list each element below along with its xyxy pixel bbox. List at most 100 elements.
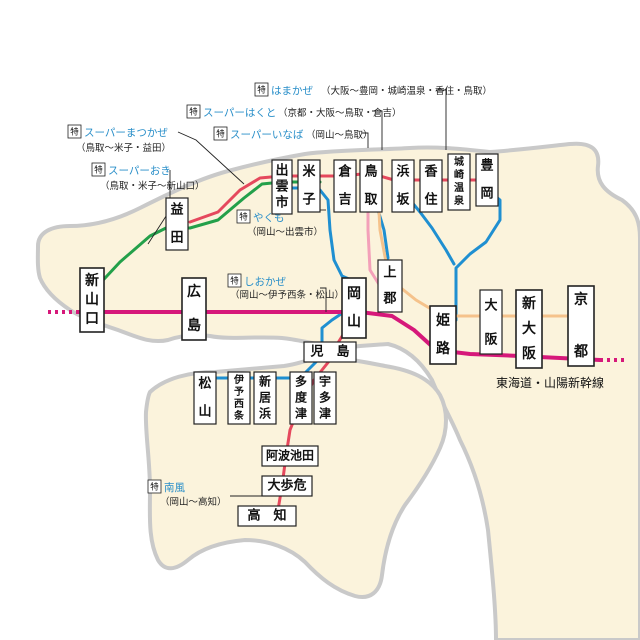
station-box (165, 197, 189, 251)
station-kinosakionsen-c2: 崎 (454, 168, 464, 181)
station-hiroshima[interactable]: 広 島 (181, 277, 207, 341)
station-box (253, 371, 277, 425)
station-iyosaijo[interactable]: 伊 予 西 条 (227, 371, 251, 425)
legend-hakuto-route: （京都・大阪～鳥取・倉吉） (278, 107, 402, 119)
station-okayama-c1: 岡 (347, 286, 361, 302)
station-shinyamaguchi-c1: 新 (85, 272, 99, 289)
station-tadotsu-c2: 度 (295, 390, 308, 405)
station-niihama-c2: 居 (259, 391, 271, 405)
station-kyoto[interactable]: 京 都 (567, 285, 595, 367)
station-shinyamaguchi[interactable]: 新 山 口 (79, 267, 105, 333)
station-shinyamaguchi-c3: 口 (85, 311, 99, 327)
legend-nanpu-route: （岡山～高知） (160, 496, 227, 508)
limited-express-badge (254, 82, 269, 97)
station-box (297, 159, 321, 213)
station-box (271, 159, 293, 215)
station-hamasaka[interactable]: 浜 坂 (391, 159, 415, 213)
station-utazu-c3: 津 (319, 406, 331, 421)
station-shinosaka-c1: 新 (522, 295, 536, 312)
station-matsuyama[interactable]: 松 山 (193, 371, 217, 425)
station-kurayoshi-c1: 倉 (337, 164, 352, 180)
legend-hakuto-name: スーパーはくと (203, 107, 276, 119)
station-tottori[interactable]: 鳥 取 (359, 159, 383, 213)
station-hiroshima-c2: 島 (187, 317, 201, 334)
station-awaikeda[interactable]: 阿波池田 (261, 445, 319, 467)
legend-yakumo-name: やくも (253, 212, 285, 224)
limited-express-badge (213, 126, 228, 141)
station-himeji[interactable]: 姫 路 (429, 305, 457, 365)
limited-express-badge (91, 162, 106, 177)
station-iyosaijo-c1: 伊 (233, 373, 244, 386)
station-box (227, 371, 251, 425)
station-kamigori-c1: 上 (383, 266, 396, 281)
station-niihama-c1: 新 (259, 374, 271, 389)
shinkansen-label: 東海道・山陽新幹線 (496, 375, 604, 390)
legend-inaba: 特 スーパーいなば （岡山～鳥取） (213, 126, 373, 141)
station-iyosaijo-c3: 西 (234, 398, 244, 410)
station-utazu-c1: 宇 (319, 374, 331, 389)
station-izumoshi[interactable]: 出 雲 市 (271, 159, 293, 215)
legend-hakuto: 特 スーパーはくと （京都・大阪～鳥取・倉吉） (186, 104, 402, 119)
station-toyooka[interactable]: 豊 岡 (475, 153, 499, 207)
station-tadotsu-c3: 津 (295, 406, 307, 421)
station-masuda[interactable]: 益 田 (165, 197, 189, 251)
leader-hamakaze (436, 89, 447, 150)
badge-text: 特 (189, 107, 198, 118)
station-osaka-c1: 大 (484, 298, 497, 314)
station-box (475, 153, 499, 207)
badge-text: 特 (94, 165, 103, 176)
legend-hamakaze-route: （大阪～豊岡・城崎温泉・香住・鳥取） (321, 85, 492, 97)
station-kasumi-c2: 住 (424, 192, 437, 208)
station-masuda-c2: 田 (170, 231, 183, 246)
station-osaka-c2: 阪 (484, 333, 498, 348)
station-tadotsu[interactable]: 多 度 津 (289, 371, 313, 425)
station-kamigori-c2: 郡 (382, 292, 396, 307)
station-box (447, 153, 471, 211)
station-kasumi[interactable]: 香 住 (419, 159, 443, 213)
station-toyooka-c2: 岡 (480, 187, 493, 202)
station-izumoshi-c1: 出 (275, 163, 288, 179)
station-osaka[interactable]: 大 阪 (479, 289, 503, 355)
station-matsuyama-c1: 松 (198, 376, 211, 392)
legend-inaba-route: （岡山～鳥取） (306, 129, 373, 141)
station-yonago-c2: 子 (302, 193, 315, 208)
station-box (429, 305, 457, 365)
station-izumoshi-c3: 市 (275, 195, 288, 211)
station-oboke[interactable]: 大歩危 (261, 475, 313, 497)
station-kurayoshi[interactable]: 倉 吉 (333, 159, 357, 213)
legend-hamakaze: 特 はまかぜ （大阪～豊岡・城崎温泉・香住・鳥取） (254, 82, 492, 97)
station-kojima-label: 児 島 (309, 344, 349, 360)
station-kochi[interactable]: 高 知 (237, 505, 297, 527)
station-tottori-c1: 鳥 (364, 164, 377, 180)
leader-inaba (362, 132, 369, 148)
station-box (261, 445, 319, 467)
station-kamigori[interactable]: 上 郡 (377, 259, 403, 313)
station-okayama[interactable]: 岡 山 (341, 277, 367, 339)
station-utazu-c2: 多 (319, 390, 331, 405)
station-oboke-label: 大歩危 (267, 478, 306, 494)
badge-text: 特 (216, 129, 225, 140)
leader-matsukaze (177, 131, 245, 185)
station-hamasaka-c2: 坂 (396, 192, 410, 208)
station-shinosaka[interactable]: 新 大 阪 (515, 289, 543, 369)
station-kojima[interactable]: 児 島 (303, 341, 357, 363)
station-shinosaka-c3: 阪 (522, 346, 537, 362)
station-kurayoshi-c2: 吉 (338, 193, 351, 208)
station-kochi-label: 高 知 (247, 508, 286, 524)
station-kinosakionsen-c1: 城 (454, 155, 464, 168)
station-utazu[interactable]: 宇 多 津 (313, 371, 337, 425)
station-box (419, 159, 443, 213)
station-box (479, 289, 503, 355)
station-box (289, 371, 313, 425)
station-tottori-c2: 取 (364, 193, 378, 208)
station-masuda-c1: 益 (170, 202, 183, 218)
honshu-landmass (35, 141, 640, 640)
station-box (193, 371, 217, 425)
station-himeji-c1: 姫 (436, 312, 450, 329)
station-yonago[interactable]: 米 子 (297, 159, 321, 213)
station-niihama[interactable]: 新 居 浜 (253, 371, 277, 425)
station-kinosakionsen[interactable]: 城 崎 温 泉 (447, 153, 471, 211)
badge-text: 特 (230, 276, 239, 287)
station-iyosaijo-c4: 条 (233, 409, 245, 422)
